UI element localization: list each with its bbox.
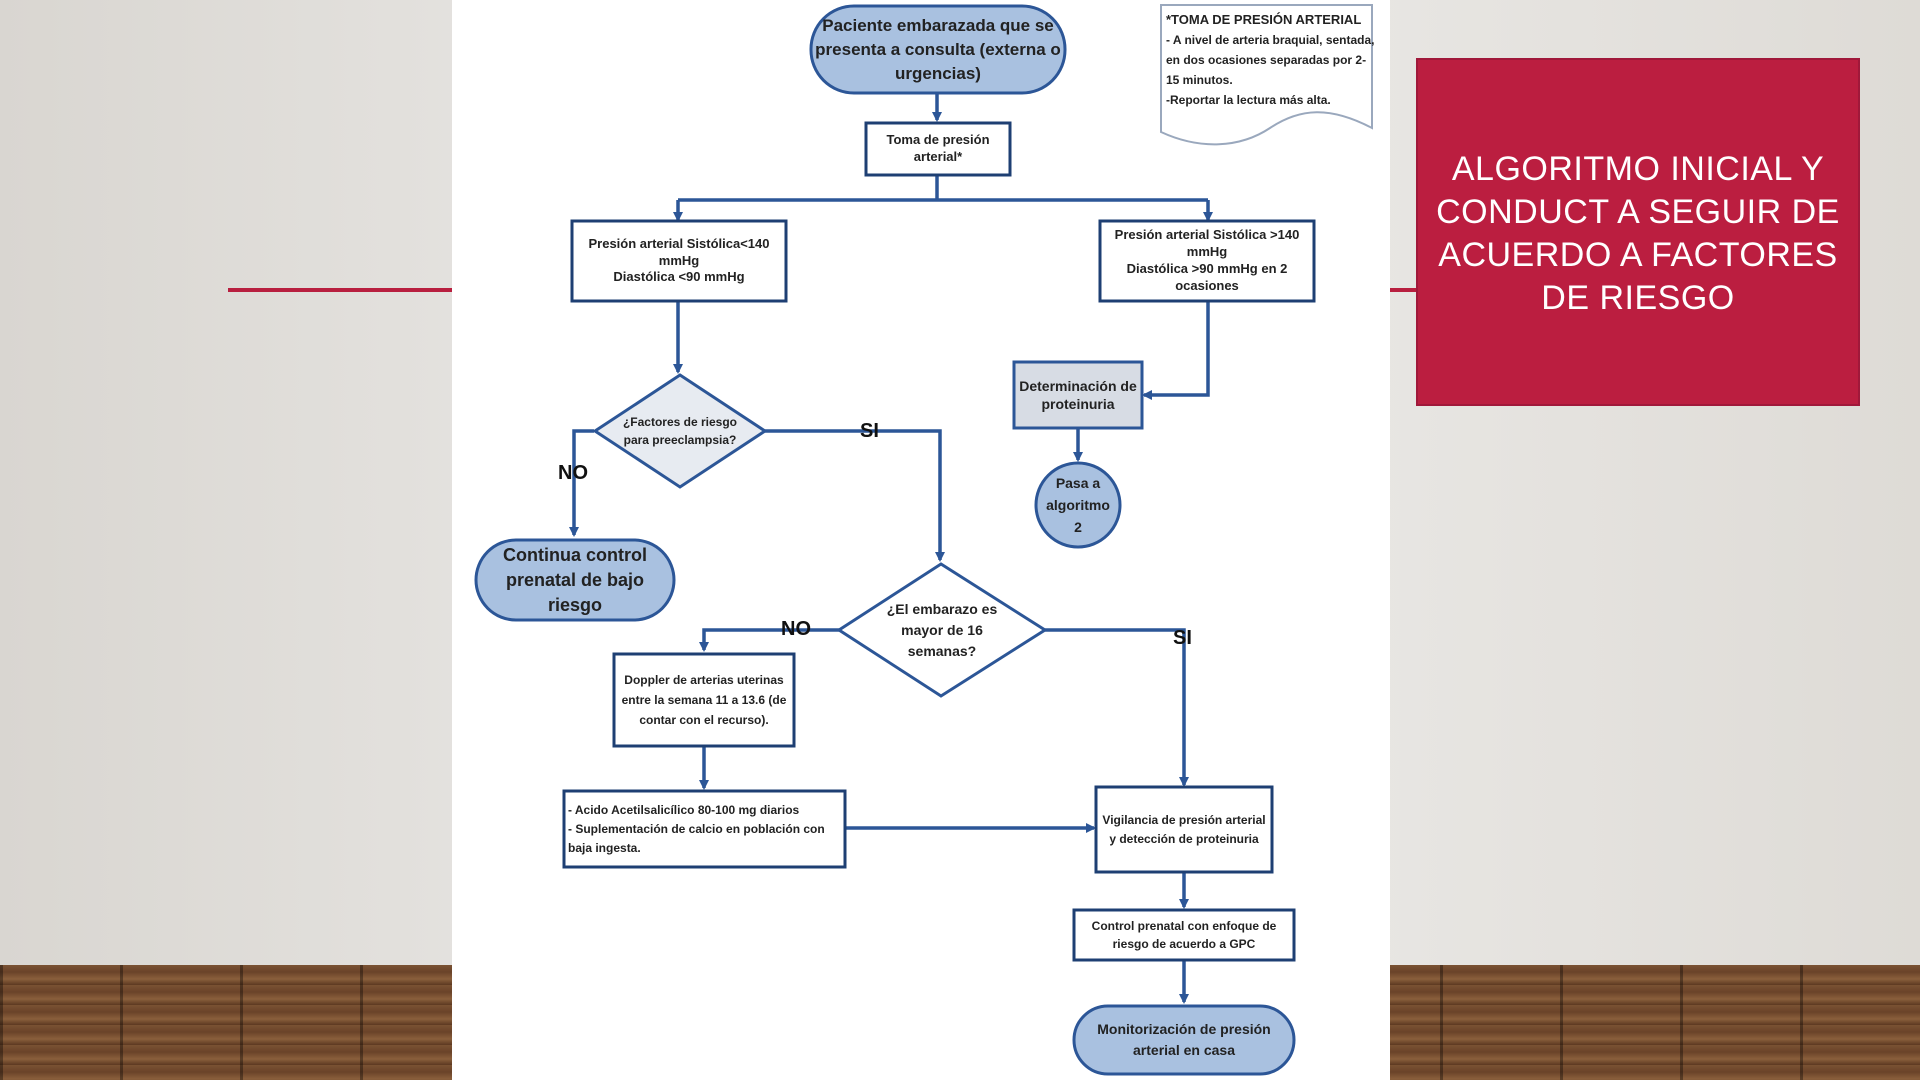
acido-box bbox=[562, 789, 847, 869]
vigilancia-text: Vigilancia de presión arterial y detecci… bbox=[1102, 813, 1266, 846]
embarazo-text: ¿El embarazo es mayor de 16 semanas? bbox=[886, 600, 998, 659]
start-text: Paciente embarazada que se presenta a co… bbox=[815, 16, 1061, 83]
proteinuria-text: Determinación de proteinuria bbox=[1019, 378, 1137, 412]
slide-title-box: ALGORITMO INICIAL Y CONDUCT A SEGUIR DE … bbox=[1416, 58, 1860, 406]
toma-box bbox=[864, 121, 1012, 177]
factores-diamond bbox=[592, 373, 768, 489]
control-text: Control prenatal con enfoque de riesgo d… bbox=[1091, 919, 1277, 951]
presion-alta-text: Presión arterial Sistólica >140 mmHg Dia… bbox=[1114, 227, 1300, 293]
algoritmo2-circle bbox=[1034, 461, 1122, 549]
slide-title: ALGORITMO INICIAL Y CONDUCT A SEGUIR DE … bbox=[1436, 150, 1840, 317]
note-shape bbox=[1160, 4, 1373, 146]
accent-line-right bbox=[1390, 288, 1418, 292]
presion-baja-box bbox=[570, 219, 788, 303]
control-box bbox=[1072, 908, 1296, 962]
factores-si-label: SI bbox=[860, 420, 879, 442]
bajo-riesgo-terminal bbox=[474, 538, 676, 622]
vigilancia-box bbox=[1094, 785, 1274, 874]
doppler-box bbox=[612, 652, 796, 748]
embarazo-no-label: NO bbox=[781, 618, 811, 640]
presion-alta-box bbox=[1098, 219, 1316, 303]
algoritmo2-text: Pasa a algoritmo 2 bbox=[1046, 475, 1110, 535]
presion-baja-text: Presión arterial Sistólica<140 mmHg Dias… bbox=[588, 235, 770, 285]
factores-no-label: NO bbox=[558, 462, 588, 484]
note-title: *TOMA DE PRESIÓN ARTERIAL bbox=[1166, 12, 1362, 27]
start-terminal bbox=[809, 4, 1067, 95]
acido-text: - Acido Acetilsalicílico 80-100 mg diari… bbox=[568, 802, 825, 855]
monitorizacion-terminal bbox=[1072, 1004, 1296, 1076]
monitorizacion-text: Monitorización de presión arterial en ca… bbox=[1097, 1021, 1271, 1058]
doppler-text: Doppler de arterias uterinas entre la se… bbox=[621, 673, 787, 727]
note-text: *TOMA DE PRESIÓN ARTERIAL - A nivel de a… bbox=[1166, 10, 1376, 110]
note-body: - A nivel de arteria braquial, sentada, … bbox=[1166, 33, 1375, 107]
proteinuria-box bbox=[1012, 360, 1144, 430]
accent-line-left bbox=[228, 288, 454, 292]
factores-text: ¿Factores de riesgo para preeclampsia? bbox=[622, 415, 738, 447]
bajo-riesgo-text: Continua control prenatal de bajo riesgo bbox=[503, 544, 647, 615]
embarazo-diamond bbox=[836, 562, 1048, 698]
toma-text: Toma de presión arterial* bbox=[886, 132, 990, 164]
embarazo-si-label: SI bbox=[1173, 627, 1192, 649]
